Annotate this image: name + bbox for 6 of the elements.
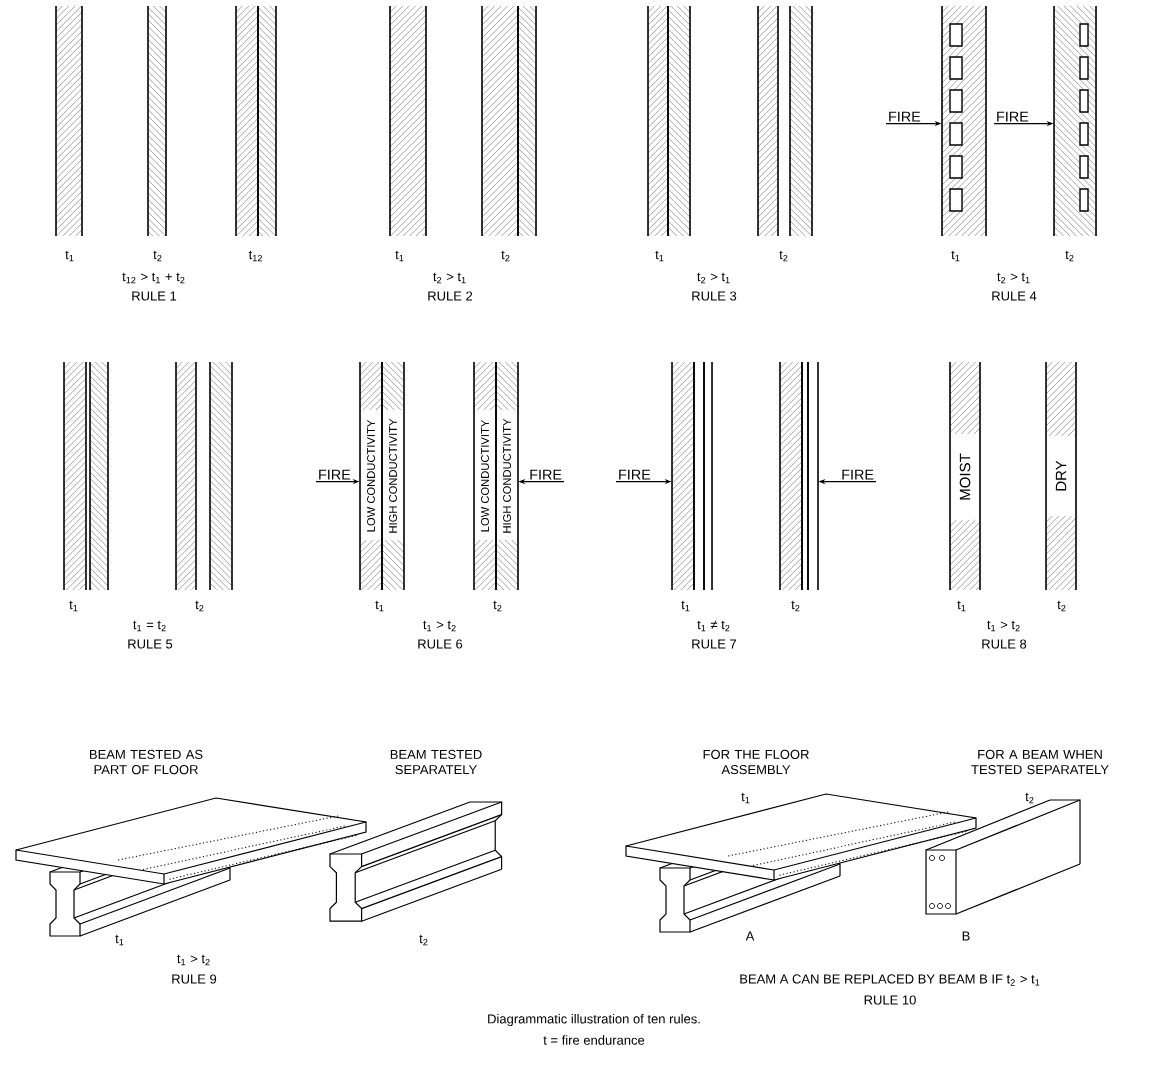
wall-drawing	[359, 361, 405, 591]
wall-drawing	[941, 5, 987, 237]
wall-drawing	[779, 361, 819, 591]
wall-drawing	[473, 361, 519, 591]
wall-drawing	[671, 361, 713, 591]
wall-drawing	[1053, 5, 1097, 237]
